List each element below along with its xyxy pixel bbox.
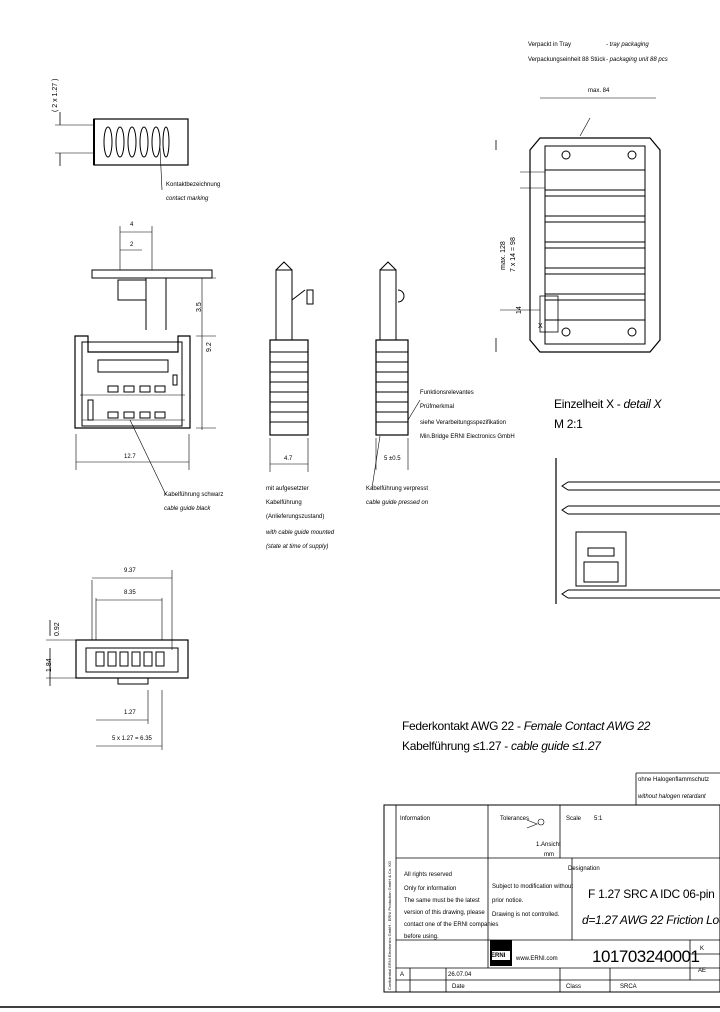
cable-guide-en: cable guide black [164,506,211,512]
dim-w2: 2 [130,242,134,248]
subject-line-1: Subject to modification without [492,884,574,890]
dim-d184: 1.84 [46,658,53,672]
class-label: Class [566,984,582,990]
mounted-line-3: (Anlieferungszustand) [266,514,325,520]
dim-d127: 1.27 [124,710,136,716]
cable-guide-de: Kabelführung schwarz [164,492,224,498]
tolerance-label: Tolerances [500,816,530,822]
date-label: Date [452,984,465,990]
information-label: Information [400,816,431,822]
part-number: 101703240001 [592,947,700,966]
func-line-1: Funktionsrelevantes [420,390,474,396]
func-line-3: siehe Verarbeitungsspezifikation [420,420,507,426]
side-view-pressed [371,261,421,489]
dim-max-width: max. 84 [588,88,610,94]
tray-label-de: Verpackt in Tray [528,42,572,48]
mounted-line-2: Kabelführung [266,500,302,506]
pressed-de: Kabelführung verpresst [366,486,429,492]
unit-label-en: - packaging unit 88 pcs [606,57,668,63]
tray-drawing [495,97,661,353]
dim-w4: 4 [130,222,134,228]
dim-w47: 4.7 [284,456,293,462]
unit-label: mm [544,852,554,858]
rights-line-2: Only for information [404,886,457,892]
dim-d937: 9.37 [124,568,136,574]
revision-k: K [700,946,705,952]
rights-line-4: version of this drawing, please [404,910,485,916]
tray-label-en: - tray packaging [606,42,649,48]
projection-label: 1.Ansicht [536,842,561,848]
detail-scale: M 2:1 [554,417,583,431]
top-view [46,570,189,750]
title-block-frame [0,772,720,1008]
rights-line-5: contact one of the ERNI companies [404,922,499,928]
dim-x-pitch: 14 [516,306,523,314]
mounted-line-5: (state at time of supply) [266,544,329,550]
rights-line-1: All rights reserved [404,872,453,878]
contact-marking-de: Kontaktbezeichnung [166,182,221,188]
dim-top-pitch: ( 2 x 1.27 ) [52,78,59,112]
halogen-en: without halogen retardant [638,794,706,800]
designation-line-1: F 1.27 SRC A IDC 06-pin [588,887,715,901]
contact-marking-view [55,112,189,191]
designation-label: Designation [568,866,600,872]
dim-h92: 9.2 [206,342,213,352]
contact-marking-en: contact marking [166,196,209,202]
scale-label: Scale [566,816,582,822]
dim-max-height: max. 128 [500,241,507,270]
erni-url[interactable]: www.ERNI.com [516,956,558,962]
front-view [74,226,216,496]
dim-d835: 8.35 [124,590,136,596]
rights-line-3: The same must be the latest [404,898,480,904]
row-a: A [400,972,405,978]
func-line-2: Prüfmerkmal [420,404,455,410]
title-line-2: Kabelführung ≤1.27 - cable guide ≤1.27 [402,739,601,753]
detail-title: Einzelheit X - detail X [554,397,662,411]
revision-ae: AE [698,968,707,974]
halogen-de: ohne Halogenflammschutz [638,777,710,783]
dim-w127: 12.7 [124,454,136,460]
logo-text: ERNI [491,953,506,959]
dim-w5: 5 ±0.5 [384,456,401,462]
dim-d092: 0.92 [54,622,61,636]
scale-value: 5:1 [594,816,603,822]
func-line-4: Min.Bridge ERNI Electronics GmbH [420,434,515,440]
side-confidential-text: Confidential ERNI Electronics GmbH - ERN… [387,860,392,990]
dim-pitch-stack: 7 x 14 = 98 [510,237,517,272]
side-view-mounted [269,261,314,472]
detail-x-view [555,458,720,604]
subject-line-3: Drawing is not controlled. [492,912,560,918]
mounted-line-4: with cable guide mounted [266,530,335,536]
mounted-line-1: mit aufgesetzter [266,486,309,492]
row-date: 26.07.04 [448,972,472,978]
pressed-en: cable guide pressed on [366,500,429,506]
code-label: SRCA [620,984,637,990]
detail-x-marker: X [538,323,543,330]
designation-line-2: d=1.27 AWG 22 Friction Lock [582,913,720,927]
erni-logo [490,940,512,966]
rights-line-6: before using. [404,934,439,940]
dim-h35: 3.5 [196,302,203,312]
title-line-1: Federkontakt AWG 22 - Female Contact AWG… [402,719,651,733]
unit-label-de: Verpackungseinheit 88 Stück [528,57,606,63]
subject-line-2: prior notice. [492,898,524,904]
dim-d635: 5 x 1.27 = 6.35 [112,736,152,742]
